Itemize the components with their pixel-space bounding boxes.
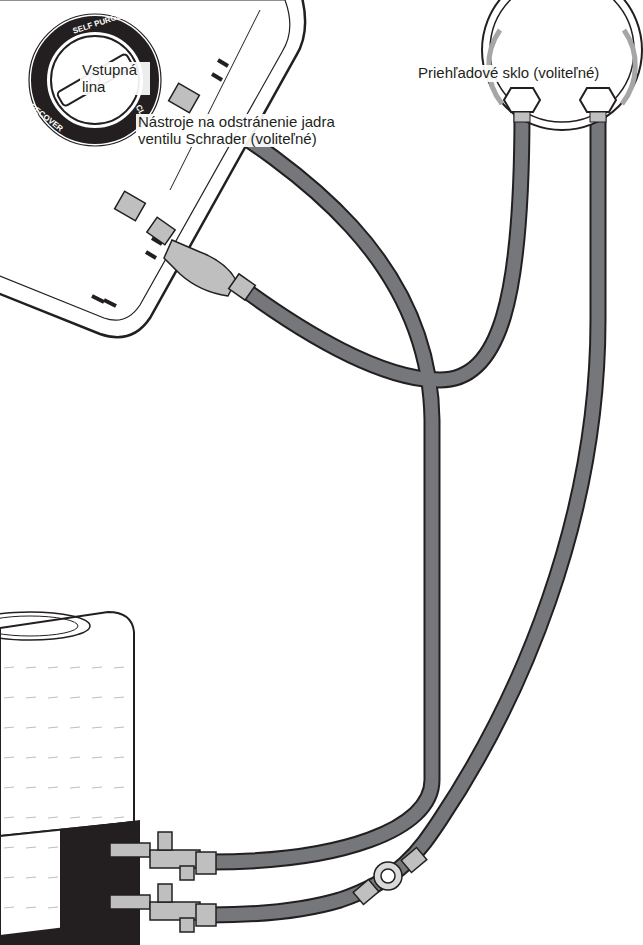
sight-glass-label: Priehľadové sklo (voliteľné) — [416, 64, 638, 82]
recovery-machine — [0, 0, 305, 337]
part-label: Priehľadové sklo (voliteľné) — [416, 65, 601, 82]
dial-position: RECOVER — [27, 103, 64, 134]
dial-position: SELF PURGE — [72, 12, 123, 36]
part-label: Vstupná lina — [80, 62, 150, 95]
inline-fitting — [353, 847, 427, 904]
hoses — [190, 102, 598, 915]
part-label: Nástroje na odstránenie jadra ventilu Sc… — [136, 114, 346, 147]
service-valves — [110, 832, 216, 932]
